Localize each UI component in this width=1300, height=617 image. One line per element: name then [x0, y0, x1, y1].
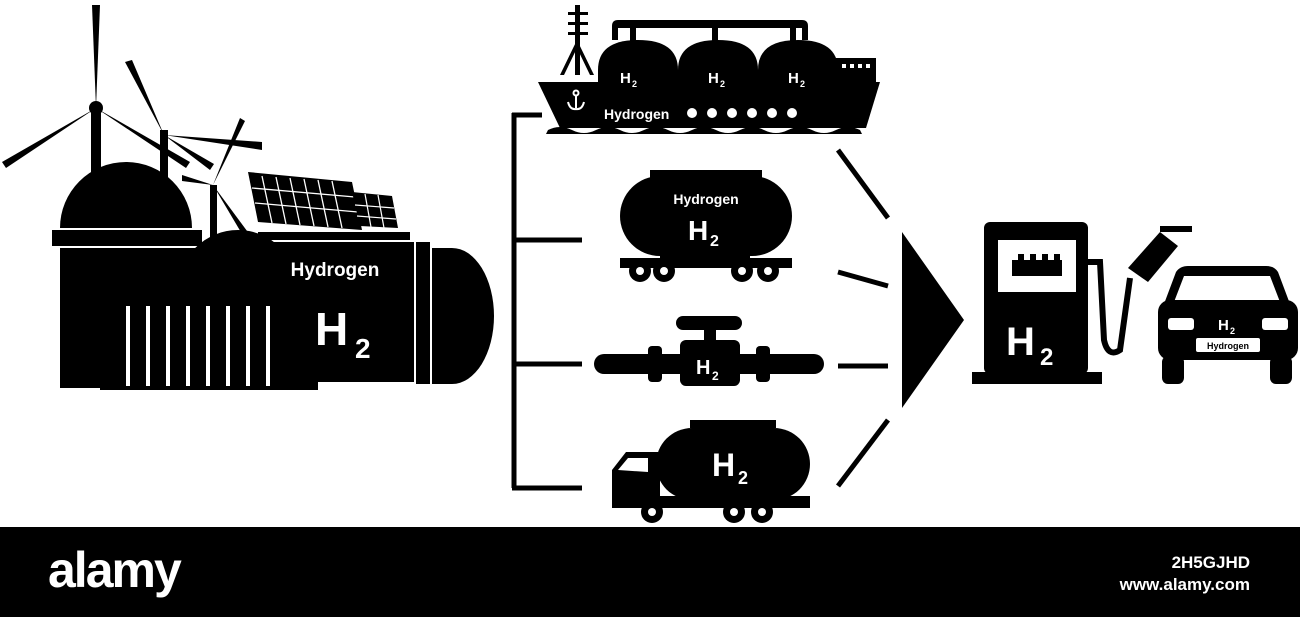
plant-tank-subscript: 2: [355, 333, 371, 364]
brand-logo: alamy: [48, 542, 182, 598]
hydrogen-fuel-station-icon: H 2: [972, 222, 1192, 384]
hydrogen-supply-chain-diagram: Hydrogen H 2: [2, 5, 1298, 523]
site-url: www.alamy.com: [1119, 575, 1250, 594]
station-formula: H: [1006, 320, 1035, 364]
pipeline-subscript: 2: [712, 369, 719, 383]
stock-footer-bar: alamy 2H5GJHD www.alamy.com: [0, 527, 1300, 617]
arrow-right-icon: [902, 232, 964, 408]
truck-tank-formula: H: [712, 447, 735, 483]
distribution-bracket: [511, 112, 582, 491]
solar-panel-icon: [248, 172, 410, 240]
wind-turbine-icon: [182, 118, 250, 255]
converging-arrow: [835, 148, 964, 488]
ship-dome-formula: H: [788, 70, 799, 87]
anchor-icon: [567, 89, 585, 111]
ship-dome-subscript: 2: [632, 79, 637, 89]
ship-dome-formula: H: [620, 70, 631, 87]
factory-building: [96, 290, 286, 390]
plant-tank-name: Hydrogen: [291, 260, 380, 281]
ship-dome-formula: H: [708, 70, 719, 87]
image-id: 2H5GJHD: [1171, 553, 1250, 572]
tanker-truck-icon: H 2: [612, 420, 810, 523]
rail-tank-car-icon: Hydrogen H 2: [620, 170, 792, 282]
fuel-cell-car-icon: H 2 Hydrogen: [1158, 266, 1298, 384]
pipeline-valve-icon: H 2: [594, 316, 824, 386]
car-plate-text: Hydrogen: [1207, 341, 1249, 351]
ship-dome-subscript: 2: [800, 79, 805, 89]
plant-tank-formula: H: [315, 303, 348, 355]
production-plant: Hydrogen H 2: [2, 5, 494, 390]
ship-hull-name: Hydrogen: [604, 106, 669, 122]
rail-tank-name: Hydrogen: [673, 191, 738, 207]
pipeline-formula: H: [696, 357, 710, 379]
car-formula: H: [1218, 317, 1229, 334]
wind-turbine-icon: [125, 60, 262, 190]
station-subscript: 2: [1040, 344, 1053, 371]
rail-tank-subscript: 2: [710, 233, 719, 250]
truck-tank-subscript: 2: [738, 468, 748, 488]
car-subscript: 2: [1230, 326, 1235, 336]
lng-ship-icon: H 2 H 2 H 2 Hydrogen: [538, 5, 880, 134]
rail-tank-formula: H: [688, 215, 708, 246]
ship-dome-subscript: 2: [720, 79, 725, 89]
